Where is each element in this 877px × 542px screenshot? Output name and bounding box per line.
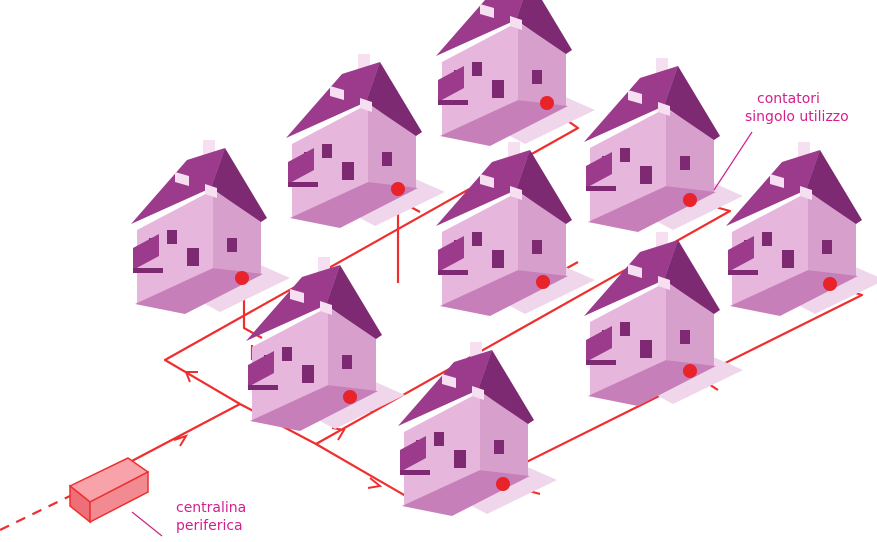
hub-label-line1: centralina — [176, 500, 246, 516]
arrow-middle — [331, 427, 346, 441]
meter-dot — [683, 364, 697, 378]
meter-dot — [683, 193, 697, 207]
arrow-trunk — [173, 434, 189, 447]
meter-dot — [536, 275, 550, 289]
meter-dot — [343, 390, 357, 404]
meter-dot — [540, 96, 554, 110]
meters-label-line1: contatori — [757, 91, 820, 107]
meter-dot — [823, 277, 837, 291]
meters-leader-line — [713, 131, 753, 191]
house-right-lower — [584, 232, 743, 406]
meter-dot — [235, 271, 249, 285]
flow-arrows — [173, 371, 383, 489]
arrow-lower — [367, 477, 383, 489]
trunk-line — [129, 403, 241, 463]
house-right-upper — [584, 58, 743, 232]
meter-dot — [391, 182, 405, 196]
house-far-right — [726, 142, 877, 316]
house-upper-left — [286, 54, 445, 228]
hub-leader-line — [131, 511, 163, 537]
central-unit-box — [68, 457, 150, 524]
meter-dot — [496, 477, 510, 491]
meters-label-line2: singolo utilizzo — [745, 109, 849, 125]
incoming-dashed-line — [0, 495, 71, 531]
house-bottom — [398, 342, 557, 516]
hub-label-line2: periferica — [176, 518, 243, 534]
house-left — [131, 140, 290, 314]
arrow-upper — [184, 371, 198, 383]
house-center — [436, 142, 595, 316]
